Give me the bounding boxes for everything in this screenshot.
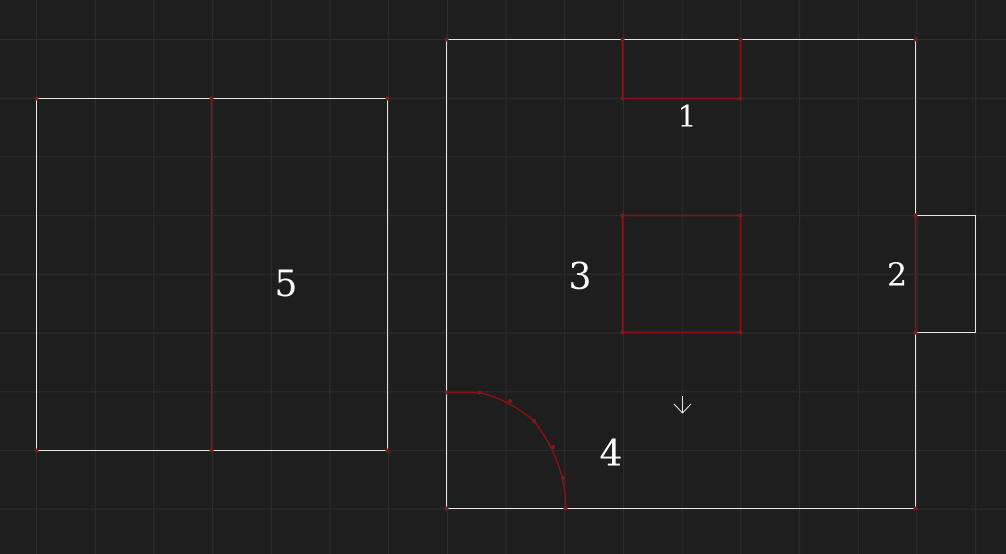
main-room-node[interactable] <box>444 37 449 42</box>
main-room-node[interactable] <box>913 37 918 42</box>
main-room-node[interactable] <box>444 506 449 511</box>
room-5-node[interactable] <box>34 448 39 453</box>
object-1-outline <box>621 39 742 100</box>
room-5-node[interactable] <box>209 448 214 453</box>
object-1-node[interactable] <box>738 37 743 42</box>
object-3-node[interactable] <box>738 330 743 335</box>
object-3[interactable]: 3 <box>569 213 743 335</box>
object-2-node[interactable] <box>913 330 918 335</box>
object-2-outline <box>915 215 976 333</box>
object-3-outline <box>621 214 742 334</box>
room-5-node[interactable] <box>34 96 39 101</box>
object-4-node[interactable] <box>477 390 482 395</box>
object-2-label: 2 <box>887 256 907 294</box>
object-2-node[interactable] <box>913 213 918 218</box>
object-2[interactable]: 2 <box>887 213 976 335</box>
object-4-node[interactable] <box>508 399 512 403</box>
object-1-node[interactable] <box>620 37 625 42</box>
room-5-node[interactable] <box>209 96 214 101</box>
object-1[interactable]: 1 <box>620 37 743 136</box>
object-3-node[interactable] <box>620 330 625 335</box>
room-5-node[interactable] <box>385 96 390 101</box>
object-1-node[interactable] <box>620 96 625 101</box>
object-4-node[interactable] <box>561 476 565 480</box>
object-4-node[interactable] <box>563 506 568 511</box>
object-4-label: 4 <box>600 434 623 475</box>
object-4-arc <box>446 391 567 509</box>
object-3-label: 3 <box>569 257 592 298</box>
object-1-label: 1 <box>677 100 696 135</box>
object-4-node[interactable] <box>444 390 449 395</box>
object-4[interactable]: 4 <box>444 390 623 511</box>
room-5-node[interactable] <box>385 448 390 453</box>
room-5-label: 5 <box>275 264 298 305</box>
room-5[interactable]: 5 <box>34 96 390 453</box>
object-3-node[interactable] <box>738 213 743 218</box>
object-3-node[interactable] <box>620 213 625 218</box>
object-4-node[interactable] <box>551 445 555 449</box>
object-1-node[interactable] <box>738 96 743 101</box>
object-4-node[interactable] <box>532 419 536 423</box>
arrow-down-icon <box>673 396 692 414</box>
main-room-node[interactable] <box>913 506 918 511</box>
